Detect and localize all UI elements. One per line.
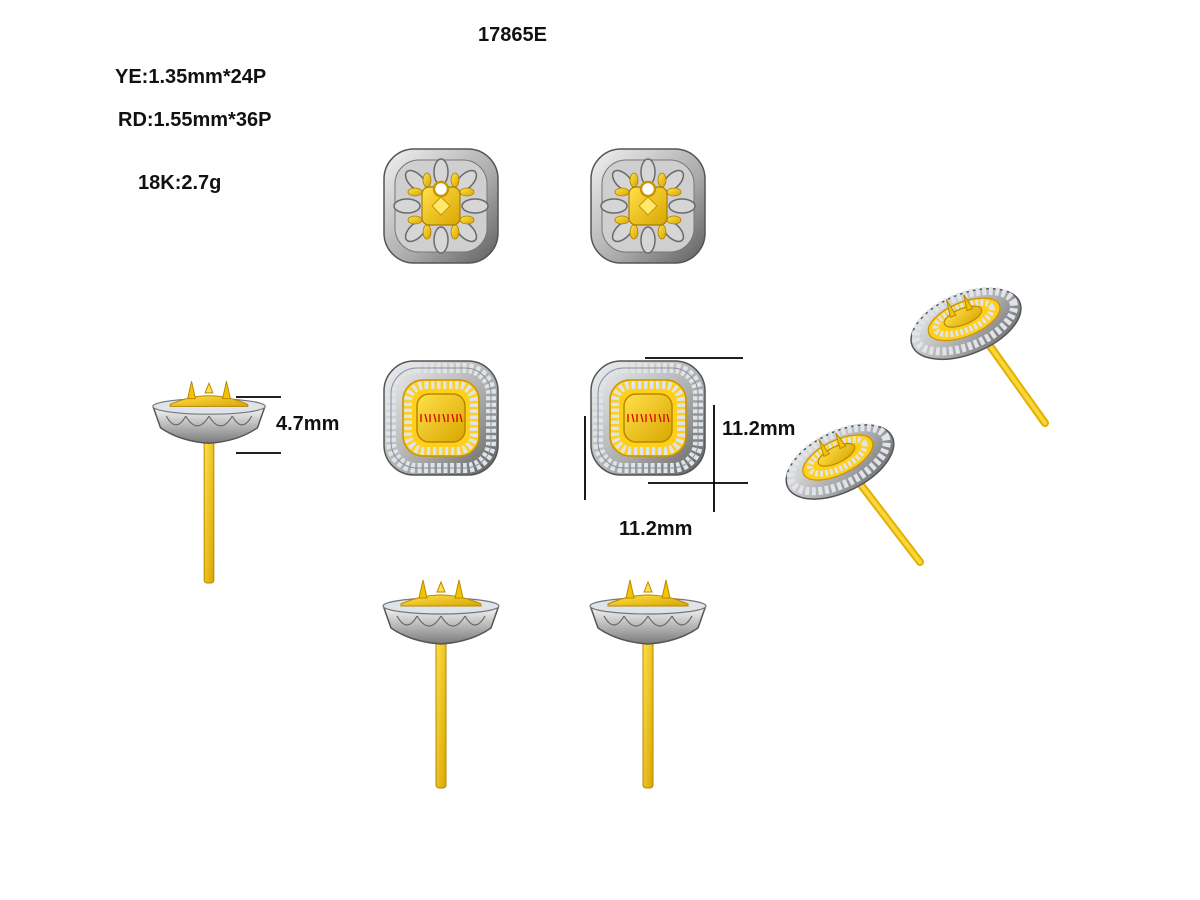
earring-front-view-right [591, 361, 705, 475]
height-dimension-label: 4.7mm [276, 413, 340, 435]
yellow-stone-spec: YE:1.35mm*24P [115, 66, 267, 88]
earring-side-view-left [382, 579, 500, 789]
earring-perspective-view-bottom [775, 410, 924, 566]
earring-perspective-view-top [901, 274, 1049, 427]
earring-side-profile [152, 380, 266, 584]
earring-front-view-left [384, 361, 498, 475]
depth-dimension-label: 11.2mm [619, 518, 693, 540]
earring-back-view-right [589, 147, 707, 265]
model-number: 17865E [478, 24, 547, 46]
width-dimension-lines [645, 357, 748, 512]
earring-back-view-left [382, 147, 500, 265]
height-dimension-lines [236, 396, 281, 454]
width-dimension-label: 11.2mm [722, 418, 796, 440]
round-stone-spec: RD:1.55mm*36P [118, 109, 272, 131]
earring-side-view-right [589, 579, 707, 789]
metal-weight-spec: 18K:2.7g [138, 172, 222, 194]
